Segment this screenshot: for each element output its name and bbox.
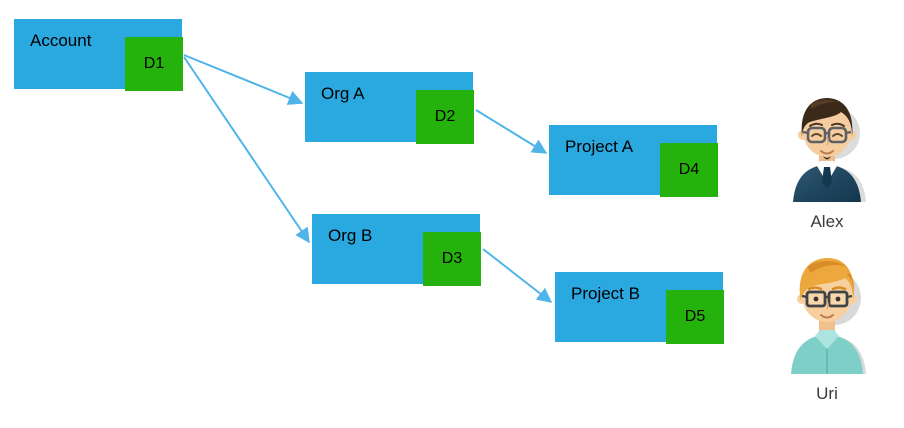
- user-name-label: Uri: [816, 384, 838, 403]
- node-badge[interactable]: D4: [660, 143, 718, 197]
- user-name-label: Alex: [810, 212, 844, 231]
- node-badge[interactable]: D1: [125, 37, 183, 91]
- node-account[interactable]: Account D1: [14, 19, 184, 92]
- badge-label: D3: [441, 250, 463, 267]
- node-label: Account: [30, 31, 92, 50]
- avatar[interactable]: [781, 90, 873, 202]
- user-uri: Uri: [781, 247, 873, 404]
- edge-org-a-to-project-a: [475, 109, 548, 154]
- node-project-a[interactable]: Project A D4: [549, 125, 719, 198]
- node-project-b[interactable]: Project B D5: [555, 272, 725, 345]
- avatar-figure: [793, 98, 861, 202]
- edge-account-to-org-a: [183, 54, 304, 105]
- node-badge[interactable]: D3: [423, 232, 481, 286]
- badge-label: D1: [143, 55, 165, 72]
- node-org-a[interactable]: Org A D2: [305, 72, 475, 145]
- node-badge[interactable]: D2: [416, 90, 474, 144]
- alex-avatar[interactable]: [781, 90, 873, 202]
- avatar[interactable]: [781, 247, 873, 374]
- node-label: Org B: [328, 226, 373, 245]
- node-org-b[interactable]: Org B D3: [312, 214, 482, 287]
- badge-label: D4: [678, 161, 700, 178]
- avatar-figure: [791, 257, 863, 374]
- user-alex: Alex: [781, 90, 873, 232]
- node-label: Project B: [571, 284, 640, 303]
- edge-account-to-org-b: [183, 56, 310, 244]
- node-badge[interactable]: D5: [666, 290, 724, 344]
- uri-avatar[interactable]: [781, 247, 873, 374]
- node-label: Project A: [565, 137, 634, 156]
- badge-label: D5: [684, 308, 706, 325]
- edge-org-b-to-project-b: [482, 248, 553, 303]
- node-label: Org A: [321, 84, 365, 103]
- badge-label: D2: [434, 108, 456, 125]
